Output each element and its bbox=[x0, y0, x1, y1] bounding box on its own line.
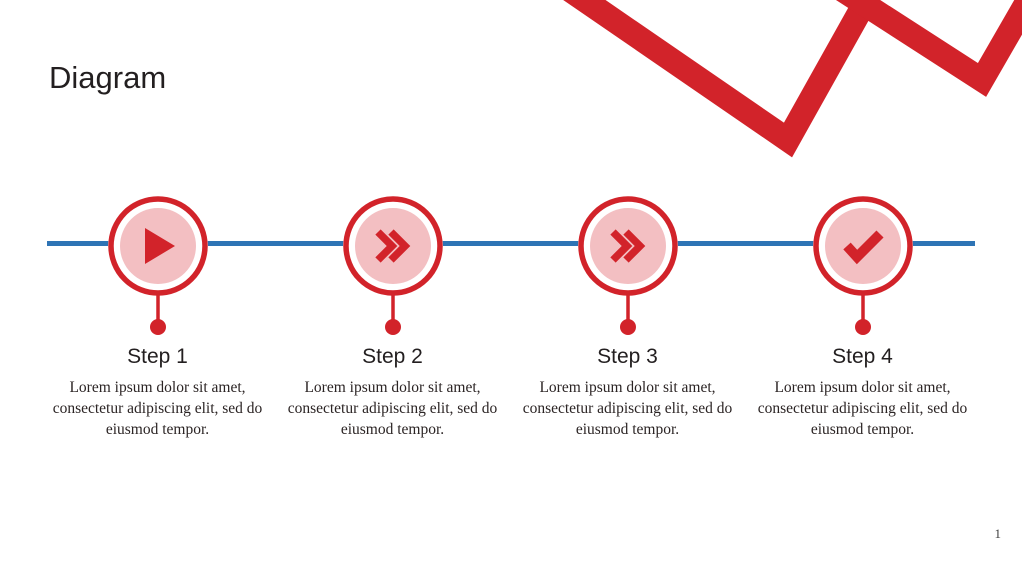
step-description: Lorem ipsum dolor sit amet, consectetur … bbox=[522, 379, 733, 438]
step-2-marker bbox=[342, 196, 443, 335]
marker-dot bbox=[854, 319, 871, 335]
step-1-marker bbox=[107, 196, 208, 335]
double-chevron-right-icon bbox=[609, 229, 645, 263]
marker-dot bbox=[619, 319, 636, 335]
double-chevron-right-icon bbox=[374, 229, 410, 263]
marker-dot bbox=[384, 319, 401, 335]
step-label: Step 4 bbox=[832, 345, 893, 368]
check-icon bbox=[842, 230, 884, 265]
play-icon bbox=[144, 228, 175, 264]
marker-ring bbox=[107, 196, 208, 296]
step-label: Step 3 bbox=[597, 345, 658, 368]
marker-ring bbox=[812, 196, 913, 296]
step-label: Step 2 bbox=[362, 345, 423, 368]
timeline-step-1: Step 1 Lorem ipsum dolor sit amet, conse… bbox=[40, 196, 275, 440]
marker-ring bbox=[342, 196, 443, 296]
step-description: Lorem ipsum dolor sit amet, consectetur … bbox=[757, 379, 968, 438]
marker-ring bbox=[577, 196, 678, 296]
slide-title: Diagram bbox=[49, 60, 167, 95]
timeline-step-3: Step 3 Lorem ipsum dolor sit amet, conse… bbox=[510, 196, 745, 440]
marker-dot bbox=[149, 319, 166, 335]
step-label: Step 1 bbox=[127, 345, 188, 368]
page-number: 1 bbox=[994, 526, 1002, 541]
step-4-marker bbox=[812, 196, 913, 335]
timeline-step-2: Step 2 Lorem ipsum dolor sit amet, conse… bbox=[275, 196, 510, 440]
timeline-line bbox=[47, 241, 975, 246]
timeline-step-4: Step 4 Lorem ipsum dolor sit amet, conse… bbox=[745, 196, 980, 440]
step-description: Lorem ipsum dolor sit amet, consectetur … bbox=[52, 379, 263, 438]
step-description: Lorem ipsum dolor sit amet, consectetur … bbox=[287, 379, 498, 438]
step-3-marker bbox=[577, 196, 678, 335]
